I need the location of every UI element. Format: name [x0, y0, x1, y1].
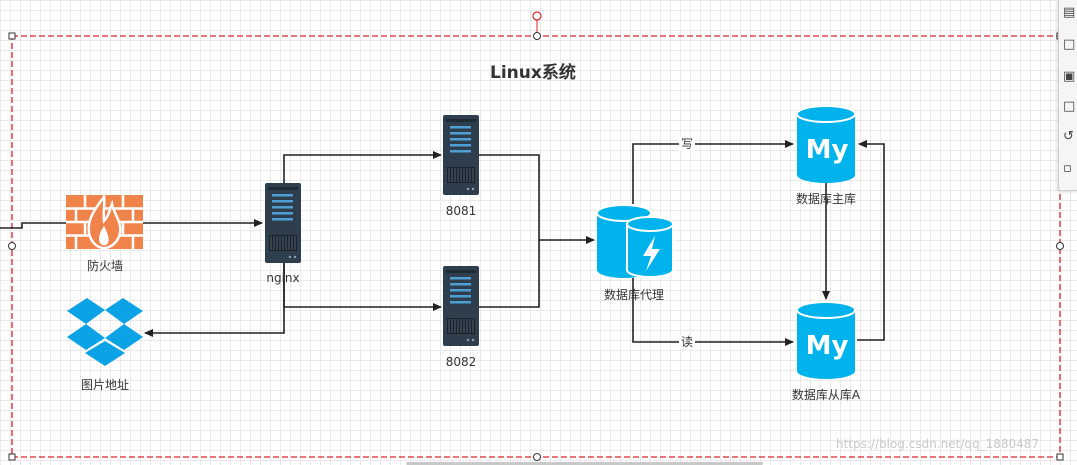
selection-frame[interactable]: [8, 11, 1064, 461]
resize-handle-se[interactable]: [1056, 453, 1064, 461]
mysql-slave-icon[interactable]: My: [796, 301, 856, 379]
side-toolbar: ▤ □ ▣ □ ↺ ▫: [1058, 0, 1077, 191]
diagram-title: Linux系统: [490, 63, 576, 83]
resize-handle-sw[interactable]: [8, 453, 16, 461]
database-proxy-icon[interactable]: [596, 204, 674, 278]
rotate-handle[interactable]: [532, 11, 542, 21]
horizontal-scrollbar[interactable]: [406, 462, 763, 465]
server-8081-label: 8081: [445, 204, 477, 218]
read-edge-label: 读: [679, 335, 696, 349]
edge-nginx-8081[interactable]: [283, 151, 442, 183]
master-db-label: 数据库主库: [795, 192, 856, 206]
crop-icon[interactable]: ▣: [1063, 69, 1076, 84]
edge-incoming-firewall[interactable]: [0, 222, 66, 229]
edge-8081-proxy[interactable]: [479, 154, 595, 244]
watermark-text: https://blog.csdn.net/qq_1880487: [836, 437, 1040, 451]
write-edge-label: 写: [679, 137, 696, 151]
server-8082-label: 8082: [445, 355, 477, 369]
mysql-master-icon[interactable]: My: [796, 105, 856, 183]
edge-nginx-images[interactable]: [144, 263, 285, 337]
resize-handle-e[interactable]: [1056, 242, 1064, 250]
format-icon[interactable]: ▤: [1063, 5, 1076, 20]
firewall-label: 防火墙: [86, 259, 123, 273]
nginx-server-icon[interactable]: [264, 182, 302, 264]
resize-handle-s[interactable]: [533, 453, 541, 461]
resize-handle-nw[interactable]: [8, 32, 16, 40]
database-proxy-label: 数据库代理: [603, 288, 664, 302]
slave-db-label: 数据库从库A: [791, 388, 861, 402]
rotate-icon[interactable]: ↺: [1063, 129, 1074, 144]
connectors: [0, 140, 885, 346]
nginx-label: nginx: [266, 271, 300, 285]
edge-slave-master[interactable]: [857, 140, 885, 341]
firewall-icon[interactable]: [66, 193, 143, 250]
edge-proxy-slave-read[interactable]: [632, 278, 794, 346]
dropbox-icon[interactable]: [67, 298, 143, 366]
page-icon[interactable]: □: [1063, 99, 1076, 114]
mysql-logo: My: [806, 331, 849, 361]
resize-handle-n[interactable]: [533, 32, 541, 40]
duplicate-icon[interactable]: □: [1063, 37, 1076, 52]
edge-nginx-8082[interactable]: [283, 263, 442, 311]
server-8082-icon[interactable]: [442, 265, 480, 347]
server-8081-icon[interactable]: [442, 114, 480, 196]
image-storage-label: 图片地址: [80, 378, 129, 392]
comment-icon[interactable]: ▫: [1063, 161, 1072, 176]
mysql-logo: My: [806, 135, 849, 165]
edge-8082-proxy[interactable]: [479, 240, 540, 308]
edge-proxy-master-write[interactable]: [632, 140, 794, 204]
resize-handle-w[interactable]: [8, 242, 16, 250]
